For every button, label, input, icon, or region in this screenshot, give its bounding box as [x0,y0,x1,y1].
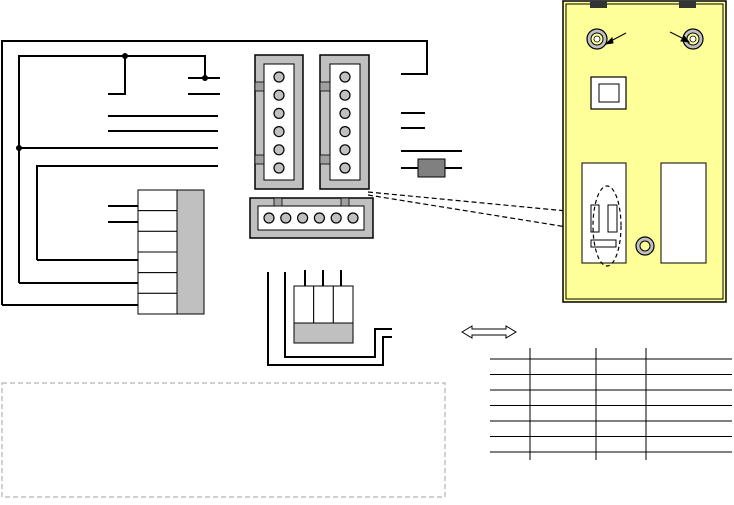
small-block-cell [332,285,354,324]
board-clip-left [590,1,607,8]
notes-box [1,382,446,498]
connector-right-body [329,63,361,181]
junction-dot [122,53,128,59]
board-clip-right [679,1,696,8]
connector-bottom-body [257,205,365,231]
terminal-block [137,189,205,315]
terminal-pin-icon [313,212,325,224]
wire-inner-loop [36,165,218,260]
terminal-pin-icon [339,144,351,156]
wire-branch-125 [108,56,126,95]
leader-lines [367,191,599,233]
wire-harness [1,40,428,306]
terminal-pin-icon [347,212,359,224]
connector-bottom-tab-left [273,197,283,207]
terminal-block-row [137,292,178,315]
board-chip-inner [598,83,620,103]
wire-loop-2 [18,55,206,283]
leader-line-bottom [367,194,599,233]
terminal-pin-icon [297,212,309,224]
connector-right-tab-bottom [319,154,331,165]
connector-left [254,54,304,190]
junction-dots [16,53,208,151]
resistor-body [417,158,446,178]
leader-line-top [367,191,599,215]
wire-small-inner [284,272,392,358]
terminal-pin-icon [273,107,285,120]
board-panel-left [581,162,627,264]
terminal-pin-icon [273,89,285,101]
pointer-arrows [604,31,691,45]
terminal-pin-icon [273,71,285,83]
terminal-block-row [137,230,178,253]
stub-lines [108,77,462,223]
terminal-pin-icon [273,162,285,174]
terminal-pin-icon [263,212,275,224]
junction-dot [202,75,208,81]
small-block-cell [293,285,315,324]
board-header-pin-3 [590,239,617,248]
terminal-pin-icon [330,212,342,224]
control-board [562,0,727,303]
small-block [267,270,392,366]
small-block-base [293,322,354,344]
connector-left-body [263,63,295,181]
connector-right [319,54,370,190]
mounting-hole-icon [635,236,655,256]
junction-dot [16,145,22,151]
terminal-pin-icon [273,126,285,138]
terminal-pin-icon [339,162,351,174]
board-header-pin-1 [590,204,600,233]
board-header-pin-2 [607,204,618,233]
terminal-pin-icon [339,107,351,120]
board-inner [565,3,724,300]
terminal-block-row [137,210,178,232]
connector-right-tab-top [319,81,331,92]
connector-left-tab-top [254,81,265,92]
terminal-block-row [137,189,178,212]
terminal-pin-icon [339,89,351,101]
small-block-cell [313,285,334,324]
highlight-ellipse [592,185,622,267]
connector-left-tab-bottom [254,154,265,165]
resistor [401,158,462,178]
board-panel-right [660,162,707,264]
terminal-block-row [137,251,178,274]
terminal-pin-icon [273,144,285,156]
spec-table [490,348,732,460]
connector-bottom [249,197,374,239]
connector-bottom-tab-right [340,197,350,207]
terminal-pin-icon [339,126,351,138]
wire-outer-loop [1,40,428,305]
terminal-block-shade [176,189,205,315]
double-arrow-shape [461,325,517,339]
wire-small-outer [267,272,392,366]
terminal-block-row [137,272,178,294]
terminal-pin-icon [339,71,351,83]
mounting-hole-icon [682,28,704,50]
mounting-hole-icon [586,28,608,50]
double-arrow-icon [461,325,517,339]
terminal-pin-icon [280,212,292,224]
